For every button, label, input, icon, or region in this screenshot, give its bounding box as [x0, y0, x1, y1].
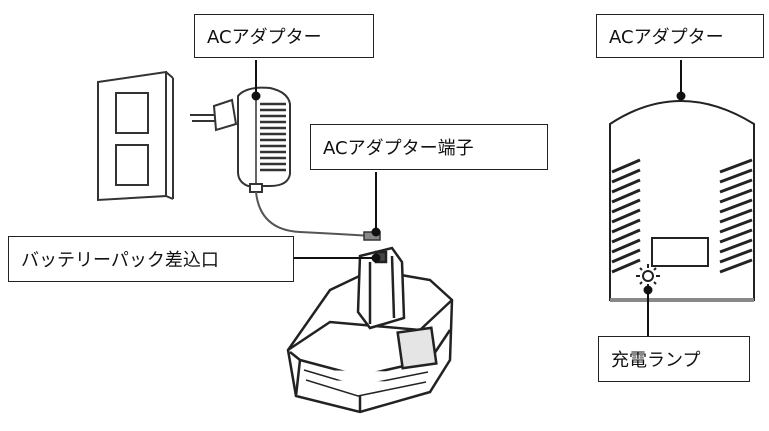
plug-prongs	[190, 98, 238, 132]
charger-front	[609, 100, 755, 302]
wall-outlet	[97, 70, 174, 202]
label-ac-adapter: ACアダプター	[194, 14, 374, 58]
label-ac-adapter-right: ACアダプター	[596, 14, 764, 58]
ac-adapter-body	[237, 86, 291, 193]
ac-cable	[255, 191, 373, 237]
label-charge-lamp: 充電ランプ	[598, 336, 750, 382]
label-battery-pack-port: バッテリーパック差込口	[8, 236, 294, 282]
leader-lines	[251, 60, 686, 336]
label-ac-adapter-terminal: ACアダプター端子	[310, 124, 548, 170]
battery-pack	[286, 246, 454, 414]
